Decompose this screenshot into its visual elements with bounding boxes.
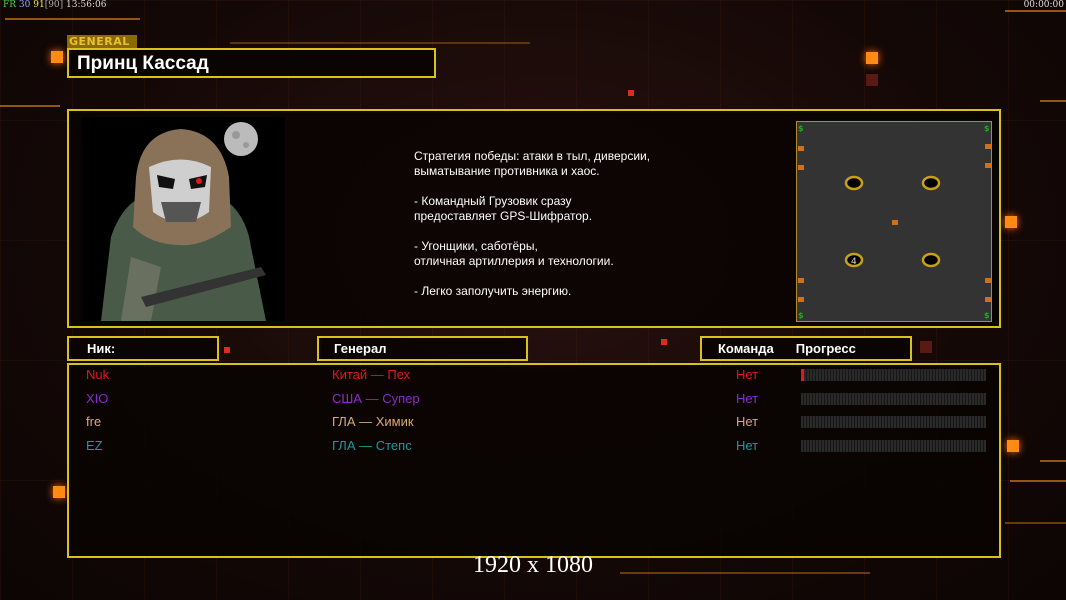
deco-square <box>661 339 667 345</box>
svg-text:$: $ <box>798 124 804 133</box>
player-progress-bar <box>801 416 986 428</box>
svg-text:$: $ <box>984 124 990 133</box>
minimap-preview: $ $ $ $ 4 <box>796 121 992 322</box>
deco-square <box>1005 216 1017 228</box>
player-list: Nuk Китай — Пех Нет XIO США — Супер Нет … <box>67 363 1001 558</box>
deco-square <box>866 74 878 86</box>
deco-line <box>230 42 530 44</box>
deco-square <box>51 51 63 63</box>
game-timer: 00:00:00 <box>1023 0 1064 10</box>
general-name: Принц Кассад <box>67 48 436 78</box>
svg-text:$: $ <box>798 311 804 320</box>
header-nick: Ник: <box>67 336 219 361</box>
progress-fill <box>801 369 804 381</box>
debug-status: FR 30 91[90] 13:56:06 <box>3 0 107 10</box>
deco-square <box>866 52 878 64</box>
deco-line <box>1005 10 1066 12</box>
deco-line <box>5 18 140 20</box>
svg-text:$: $ <box>984 311 990 320</box>
deco-line <box>1040 100 1066 102</box>
player-progress-bar <box>801 369 986 381</box>
player-nick: XIO <box>86 390 109 406</box>
deco-square <box>53 486 65 498</box>
general-info-panel: Стратегия победы: атаки в тыл, диверсии,… <box>67 109 1001 328</box>
player-team[interactable]: Нет <box>736 414 759 429</box>
player-general[interactable]: Китай — Пех <box>332 367 411 382</box>
header-general: Генерал <box>317 336 528 361</box>
deco-square <box>224 347 230 353</box>
player-progress-bar <box>801 392 986 405</box>
general-label: GENERAL <box>67 35 137 48</box>
player-team[interactable]: Нет <box>736 390 759 406</box>
general-description: Стратегия победы: атаки в тыл, диверсии,… <box>414 149 651 298</box>
deco-line <box>1005 522 1066 524</box>
player-general[interactable]: ГЛА — Химик <box>332 414 414 429</box>
deco-line <box>0 105 60 107</box>
player-team[interactable]: Нет <box>736 437 759 453</box>
player-nick: Nuk <box>86 367 110 382</box>
player-nick: fre <box>86 414 102 429</box>
deco-square <box>1007 440 1019 452</box>
general-portrait <box>81 117 285 321</box>
player-slot-label: 4 <box>851 257 857 267</box>
deco-line <box>1040 460 1066 462</box>
player-progress-bar <box>801 439 986 452</box>
player-team[interactable]: Нет <box>736 367 759 382</box>
player-general[interactable]: ГЛА — Степс <box>332 437 412 453</box>
deco-square <box>920 341 932 353</box>
player-general[interactable]: США — Супер <box>332 390 420 406</box>
deco-line <box>1010 480 1066 482</box>
deco-square <box>628 90 634 96</box>
player-nick: EZ <box>86 437 103 453</box>
deco-line <box>620 572 870 574</box>
resolution-label: 1920 x 1080 <box>473 552 593 578</box>
